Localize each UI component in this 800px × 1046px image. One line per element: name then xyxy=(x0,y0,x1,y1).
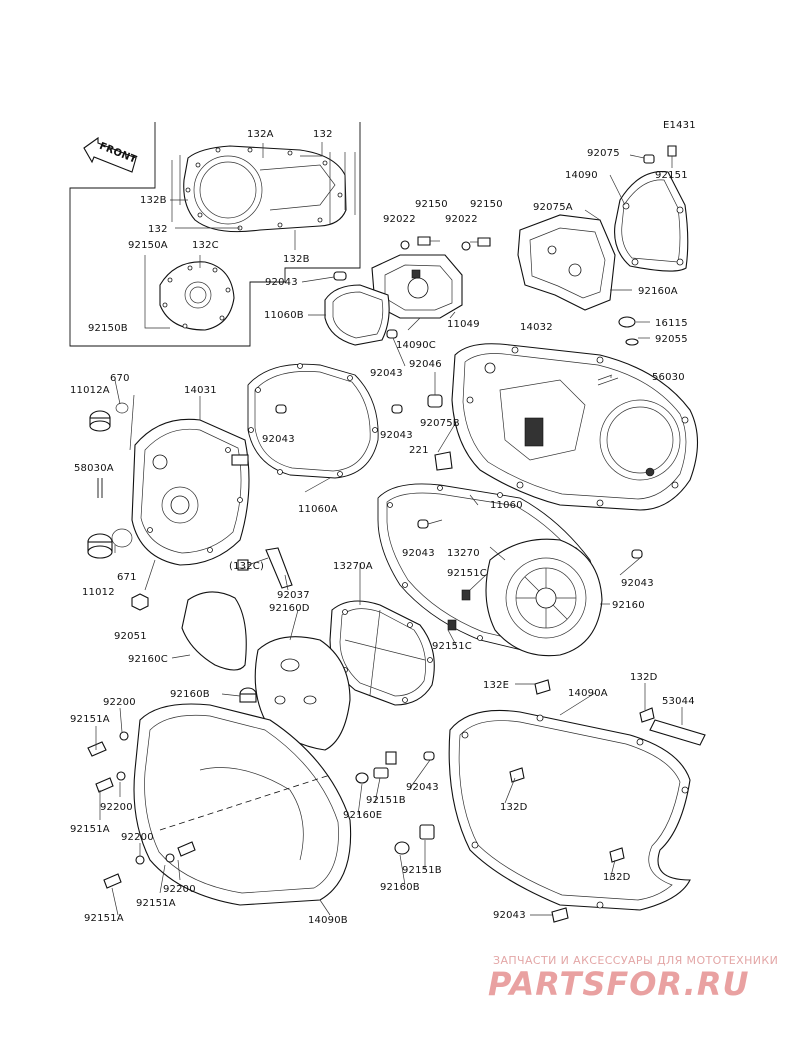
inset-box xyxy=(69,122,361,347)
part-label: 92043 xyxy=(493,910,526,921)
part-label: 14090C xyxy=(396,340,436,351)
part-label: 92043 xyxy=(380,430,413,441)
part-label: (132C) xyxy=(229,561,264,572)
gasket-92160C xyxy=(181,591,247,671)
gasket-11060A xyxy=(247,363,403,479)
gasket-92160A xyxy=(517,214,616,311)
part-label: 132B xyxy=(283,254,310,265)
part-label: 92160E xyxy=(343,810,382,821)
part-label: 92043 xyxy=(621,578,654,589)
part-label: 16115 xyxy=(655,318,688,329)
part-label: 92151A xyxy=(84,913,124,924)
part-label: 132A xyxy=(247,129,274,140)
gasket-13270A xyxy=(329,600,435,706)
gasket-92160D xyxy=(254,636,351,751)
part-label: 92160C xyxy=(128,654,168,665)
part-label: 92151 xyxy=(655,170,688,181)
part-label: 14090B xyxy=(308,915,348,926)
part-label: 132 xyxy=(148,224,168,235)
part-label: 92160 xyxy=(612,600,645,611)
part-label: 56030 xyxy=(652,372,685,383)
part-label: 92043 xyxy=(262,434,295,445)
part-label: 92150A xyxy=(128,240,168,251)
part-label: 11060A xyxy=(298,504,338,515)
part-label: 671 xyxy=(117,572,137,583)
part-label: 92043 xyxy=(370,368,403,379)
part-label: 92150 xyxy=(470,199,503,210)
part-label: 92022 xyxy=(445,214,478,225)
part-label: 92055 xyxy=(655,334,688,345)
part-label: 670 xyxy=(110,373,130,384)
part-label: 132C xyxy=(192,240,219,251)
part-label: 11060 xyxy=(490,500,523,511)
part-label: 92037 xyxy=(277,590,310,601)
part-label: 92043 xyxy=(402,548,435,559)
watermark-brand: PARTSFOR.RU xyxy=(488,965,749,1003)
part-label: 53044 xyxy=(662,696,695,707)
watermark-caption: ЗАПЧАСТИ И АКСЕССУАРЫ ДЛЯ МОТОТЕХНИКИ xyxy=(493,954,778,967)
part-label: 92151C xyxy=(432,641,472,652)
part-label: 132 xyxy=(313,129,333,140)
figure-code: E1431 xyxy=(663,120,696,131)
cover-11049 xyxy=(324,236,491,346)
cover-14090 xyxy=(614,145,689,272)
cover-14090B xyxy=(87,687,435,906)
part-label: 92075A xyxy=(533,202,573,213)
part-label: 92022 xyxy=(383,214,416,225)
cover-14090A xyxy=(448,679,706,923)
part-label: 92151A xyxy=(70,824,110,835)
part-label: 11012 xyxy=(82,587,115,598)
part-label: 132D xyxy=(603,872,631,883)
part-label: 11060B xyxy=(264,310,304,321)
part-label: 92151B xyxy=(402,865,442,876)
cover-13270 xyxy=(447,538,603,657)
part-label: 92043 xyxy=(406,782,439,793)
part-labels: E1431 132A 132 132B 132 132B 92150A 132C… xyxy=(70,120,696,926)
part-label: 13270 xyxy=(447,548,480,559)
part-label: 92151A xyxy=(136,898,176,909)
part-label: 14032 xyxy=(520,322,553,333)
part-label: 132D xyxy=(630,672,658,683)
part-label: 13270A xyxy=(333,561,373,572)
leader-lines xyxy=(95,154,683,916)
watermark: ЗАПЧАСТИ И АКСЕССУАРЫ ДЛЯ МОТОТЕХНИКИ PA… xyxy=(488,954,778,1003)
part-label: 11049 xyxy=(447,319,480,330)
part-label: 92160D xyxy=(269,603,310,614)
cover-14031 xyxy=(87,402,293,611)
part-label: 92075 xyxy=(587,148,620,159)
part-label: 132E xyxy=(483,680,509,691)
part-label: 92200 xyxy=(100,802,133,813)
part-label: 92160B xyxy=(380,882,420,893)
part-label: 14031 xyxy=(184,385,217,396)
front-arrow-icon: FRONT xyxy=(83,136,138,173)
part-label: 92200 xyxy=(121,832,154,843)
part-label: 14090A xyxy=(568,688,608,699)
part-label: 92150B xyxy=(88,323,128,334)
part-label: 132D xyxy=(500,802,528,813)
part-label: 11012A xyxy=(70,385,110,396)
part-label: 92075B xyxy=(420,418,460,429)
part-label: 92151C xyxy=(447,568,487,579)
part-label: 132B xyxy=(140,195,167,206)
part-label: 92046 xyxy=(409,359,442,370)
part-label: 221 xyxy=(409,445,429,456)
part-label: 92151A xyxy=(70,714,110,725)
part-label: 92051 xyxy=(114,631,147,642)
part-label: 92160A xyxy=(638,286,678,297)
part-label: 92160B xyxy=(170,689,210,700)
part-label: 92150 xyxy=(415,199,448,210)
part-label: 92200 xyxy=(103,697,136,708)
part-label: 58030A xyxy=(74,463,114,474)
part-label: 92151B xyxy=(366,795,406,806)
part-label: 92200 xyxy=(163,884,196,895)
part-label: 14090 xyxy=(565,170,598,181)
part-label: 92043 xyxy=(265,277,298,288)
cover-14032 xyxy=(427,316,698,511)
